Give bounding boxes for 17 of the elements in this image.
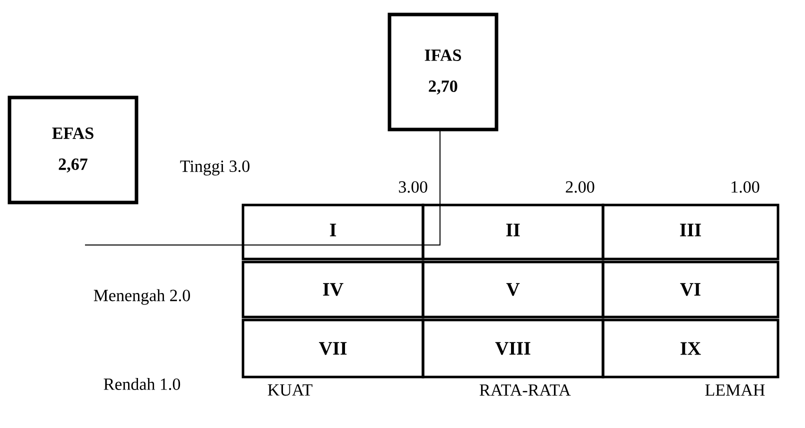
axis-label: RATA-RATA xyxy=(480,384,571,396)
matrix-cell: IV xyxy=(242,260,424,318)
matrix-cell: V xyxy=(422,260,604,318)
matrix-cell: VIII xyxy=(422,318,604,378)
axis-label: 3.00 xyxy=(398,181,428,193)
axis-label: 2.00 xyxy=(566,181,594,193)
matrix-cell: VI xyxy=(602,260,780,318)
matrix-cell: II xyxy=(422,204,604,260)
matrix-cell: I xyxy=(242,204,424,260)
matrix-cell: III xyxy=(602,204,780,260)
axis-label: Tinggi 3.0 xyxy=(180,160,250,176)
axis-label: Rendah 1.0 xyxy=(104,378,180,390)
matrix-cell: VII xyxy=(242,318,424,378)
value-box: IFAS 2,70 xyxy=(388,12,498,132)
value-box: EFAS 2,67 xyxy=(8,96,138,204)
matrix-cell: IX xyxy=(602,318,780,378)
axis-label: Menengah 2.0 xyxy=(94,289,190,305)
